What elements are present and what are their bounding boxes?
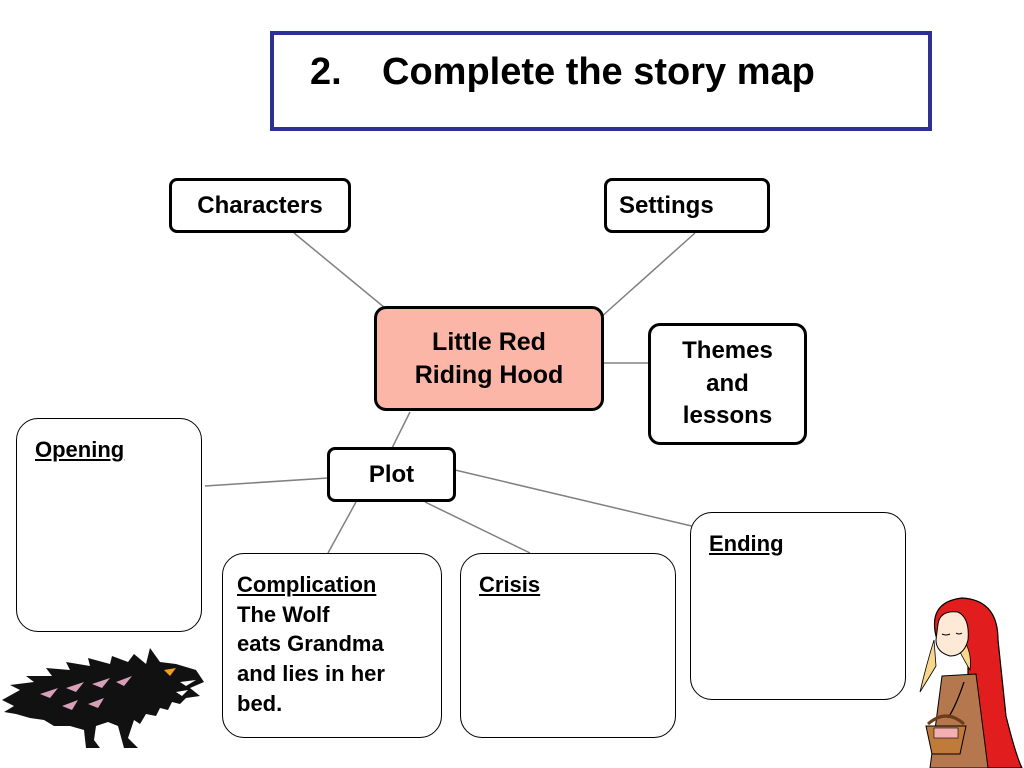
- complication-body-line-1: The Wolf: [237, 601, 330, 627]
- ending-heading: Ending: [709, 531, 784, 556]
- complication-card: Complication The Wolf eats Grandma and l…: [222, 553, 442, 738]
- link-ending: [454, 469, 701, 529]
- complication-heading: Complication: [237, 572, 377, 597]
- red-riding-hood-illustration: [919, 597, 1023, 768]
- characters-node: Characters: [169, 178, 351, 233]
- link-settings: [599, 232, 696, 319]
- link-opening: [204, 477, 329, 487]
- opening-card: Opening: [16, 418, 202, 632]
- crisis-card: Crisis: [460, 553, 676, 738]
- wolf-illustration: [2, 648, 204, 748]
- center-line-1: Little Red: [432, 328, 546, 356]
- opening-heading: Opening: [35, 437, 125, 462]
- complication-body-line-4: bed.: [237, 690, 283, 716]
- crisis-heading: Crisis: [479, 572, 541, 597]
- characters-label: Characters: [197, 191, 323, 219]
- themes-line-1: Themes: [682, 337, 773, 365]
- link-characters: [293, 232, 386, 309]
- page-title: Complete the story map: [382, 51, 815, 93]
- complication-body-line-2: eats Grandma: [237, 631, 384, 657]
- link-complication: [327, 501, 357, 554]
- themes-line-2: and: [706, 369, 749, 397]
- complication-body-line-3: and lies in her: [237, 661, 385, 687]
- plot-node: Plot: [327, 447, 456, 502]
- link-crisis: [424, 501, 531, 554]
- themes-node: Themes and lessons: [648, 323, 807, 445]
- link-plot: [391, 411, 411, 449]
- title-number: 2.: [310, 51, 342, 93]
- center-node: Little Red Riding Hood: [374, 306, 604, 411]
- ending-card: Ending: [690, 512, 906, 700]
- settings-node: Settings: [604, 178, 770, 233]
- plot-label: Plot: [368, 460, 415, 488]
- title-box: 2. Complete the story map: [270, 31, 932, 131]
- themes-line-3: lessons: [682, 402, 773, 430]
- settings-label: Settings: [619, 191, 714, 219]
- center-line-2: Riding Hood: [414, 360, 564, 389]
